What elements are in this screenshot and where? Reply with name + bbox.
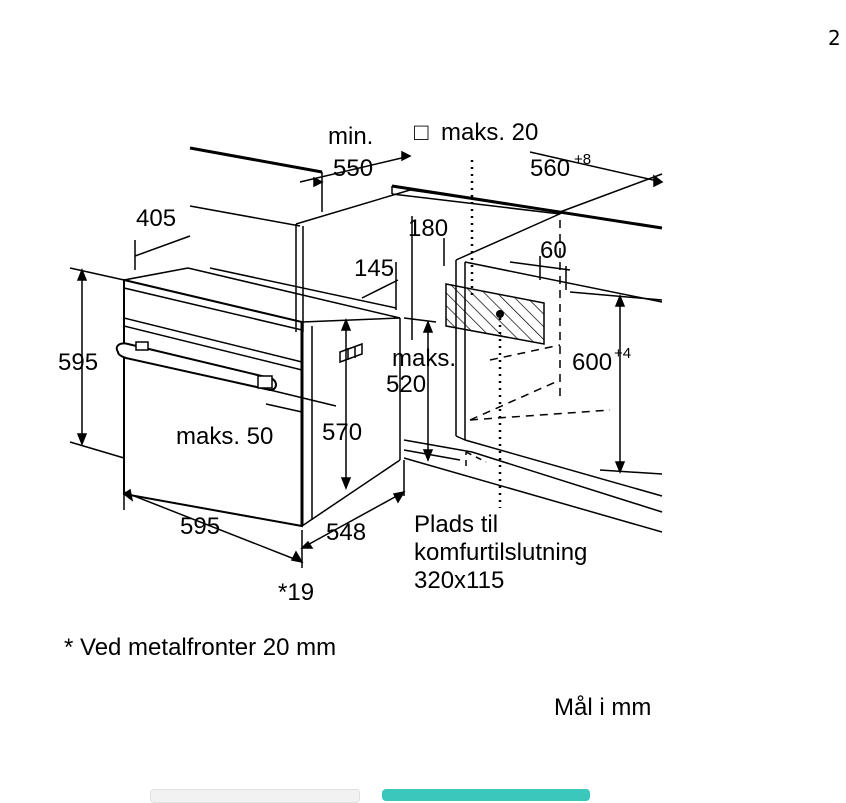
label-595-width: 595: [180, 513, 220, 540]
label-548: 548: [326, 519, 366, 546]
label-plads-til: Plads til: [414, 511, 498, 538]
dimension-lines: [69, 150, 664, 568]
label-520: 520: [386, 371, 426, 398]
label-maks-20: maks. 20: [441, 119, 538, 146]
bottom-tab-right[interactable]: [382, 789, 590, 801]
oven: [115, 267, 401, 528]
label-star-19: *19: [278, 579, 314, 606]
label-595-height: 595: [58, 349, 98, 376]
label-komfurtilslutning: komfurtilslutning: [414, 539, 587, 566]
label-560: 560: [530, 155, 570, 182]
page-number: 2: [828, 26, 841, 50]
label-560-sup: +8: [574, 151, 591, 168]
label-600: 600: [572, 349, 612, 376]
label-min: min.: [328, 123, 373, 150]
connection-area: [445, 160, 545, 508]
label-maks-50: maks. 50: [176, 423, 273, 450]
bottom-tab-left[interactable]: [150, 789, 360, 803]
label-maks: maks.: [392, 345, 456, 372]
label-570: 570: [322, 419, 362, 446]
units-note: Mål i mm: [554, 694, 652, 721]
label-600-sup: +4: [614, 345, 631, 362]
label-550: 550: [333, 155, 373, 182]
label-405: 405: [136, 205, 176, 232]
label-145: 145: [354, 255, 394, 282]
label-320x115: 320x115: [414, 567, 504, 594]
square-symbol: □: [414, 119, 429, 146]
cabinet-niche: [295, 189, 663, 533]
metal-front-note: * Ved metalfronter 20 mm: [64, 634, 337, 661]
label-180: 180: [408, 215, 448, 242]
label-60: 60: [540, 237, 567, 264]
